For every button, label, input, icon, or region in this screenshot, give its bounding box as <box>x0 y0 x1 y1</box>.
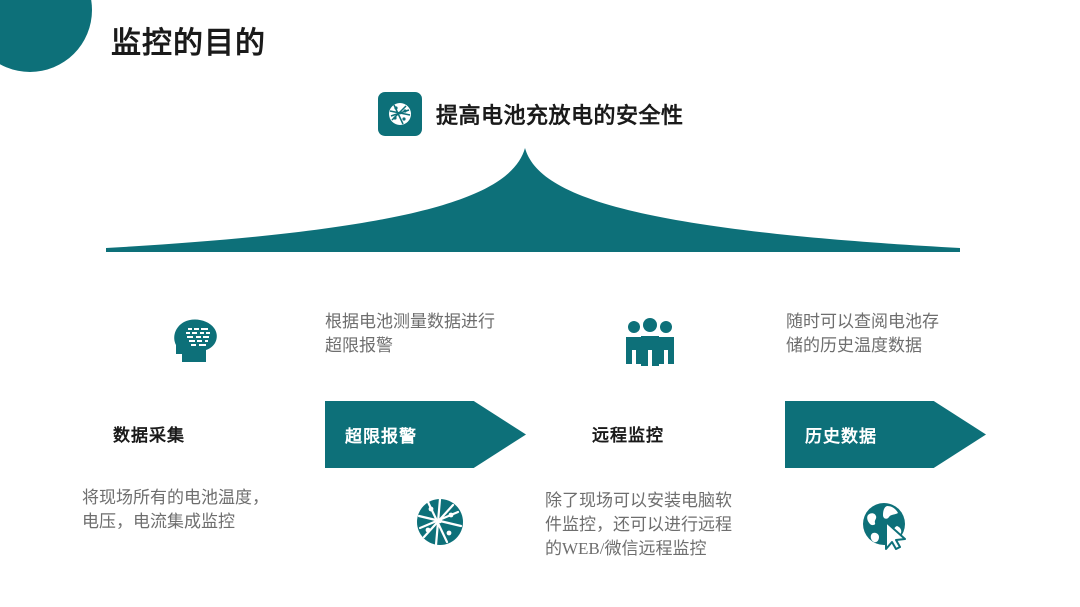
column-body-history-data: 随时可以查阅电池存 储的历史温度数据 <box>786 310 1016 358</box>
body-line: 的WEB/微信远程监控 <box>545 539 707 558</box>
body-line: 将现场所有的电池温度， <box>82 488 269 507</box>
column-label-data-collection: 数据采集 <box>113 426 185 445</box>
body-line: 超限报警 <box>325 336 393 355</box>
column-banner-over-limit-alarm[interactable]: 超限报警 <box>325 401 526 468</box>
body-line: 除了现场可以安装电脑软 <box>545 491 732 510</box>
body-line: 件监控，还可以进行远程 <box>545 515 732 534</box>
column-banner-history-data[interactable]: 历史数据 <box>785 401 986 468</box>
globe-cursor-icon <box>760 500 1010 550</box>
three-people-icon <box>525 316 775 368</box>
headline: 提高电池充放电的安全性 <box>378 92 684 136</box>
column-body-data-collection: 将现场所有的电池温度， 电压，电流集成监控 <box>82 486 312 534</box>
column-body-over-limit-alarm: 根据电池测量数据进行 超限报警 <box>325 310 555 358</box>
column-label-remote-monitoring: 远程监控 <box>592 426 664 445</box>
banner-label: 历史数据 <box>805 427 877 446</box>
network-globe-icon <box>378 92 422 136</box>
body-line: 储的历史温度数据 <box>786 336 922 355</box>
banner-label: 超限报警 <box>345 427 417 446</box>
column-body-remote-monitoring: 除了现场可以安装电脑软 件监控，还可以进行远程 的WEB/微信远程监控 <box>545 489 775 561</box>
page-title: 监控的目的 <box>111 27 266 60</box>
head-brain-icon <box>70 316 420 368</box>
body-line: 根据电池测量数据进行 <box>325 312 495 331</box>
mountain-graphic <box>106 148 960 256</box>
sphere-network-icon <box>315 496 565 548</box>
body-line: 随时可以查阅电池存 <box>786 312 939 331</box>
body-line: 电压，电流集成监控 <box>82 512 235 531</box>
headline-text: 提高电池充放电的安全性 <box>436 103 684 128</box>
